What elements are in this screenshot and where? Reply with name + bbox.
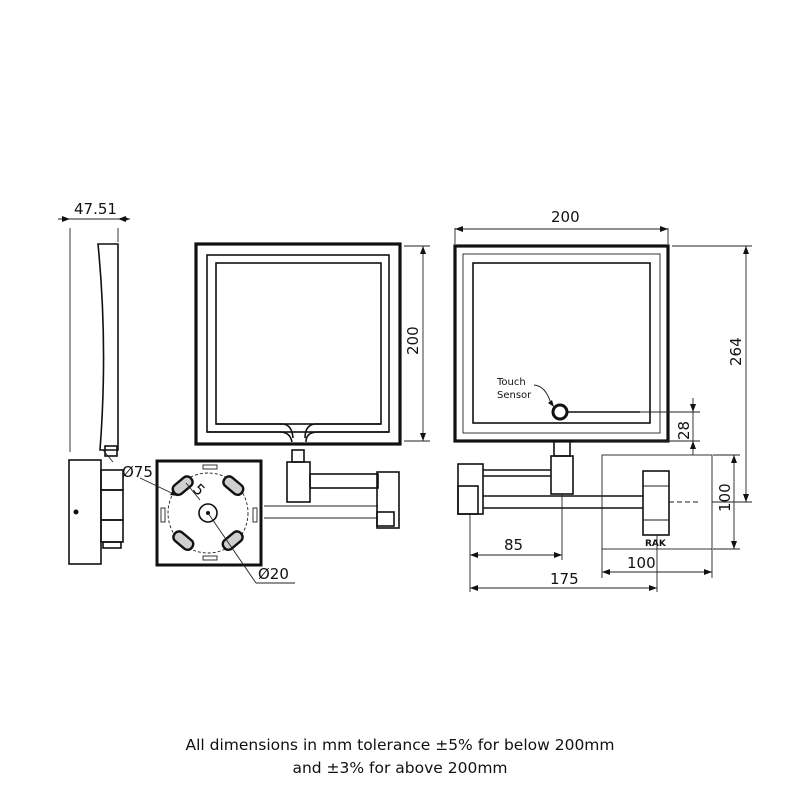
dim-outer-diameter: Ø75 xyxy=(122,463,153,481)
tolerance-note-line1: All dimensions in mm tolerance ±5% for b… xyxy=(185,736,615,754)
brand-label: RAK xyxy=(645,539,667,549)
dim-front-width: 200 xyxy=(551,208,580,226)
dim-total-height: 264 xyxy=(727,337,745,366)
side-view: 47.51 xyxy=(58,200,130,565)
touch-label: Touch xyxy=(496,377,526,388)
dim-inner-diameter: Ø20 xyxy=(258,565,289,583)
dim-front-height: 200 xyxy=(404,326,422,355)
dim-side-depth: 47.51 xyxy=(74,200,117,218)
dim-sensor-offset: 28 xyxy=(675,421,693,440)
tolerance-note-line2: and ±3% for above 200mm xyxy=(292,759,508,777)
dim-plate-height: 100 xyxy=(716,483,734,512)
dim-total-projection: 175 xyxy=(550,570,579,588)
dim-plate-width: 100 xyxy=(627,554,656,572)
plan-view: 200 Ø75 5 Ø20 xyxy=(122,242,430,584)
sensor-label: Sensor xyxy=(497,390,532,401)
front-view: 200 Touch Sensor 28 264 xyxy=(453,208,752,592)
dim-arm-length: 85 xyxy=(504,536,523,554)
